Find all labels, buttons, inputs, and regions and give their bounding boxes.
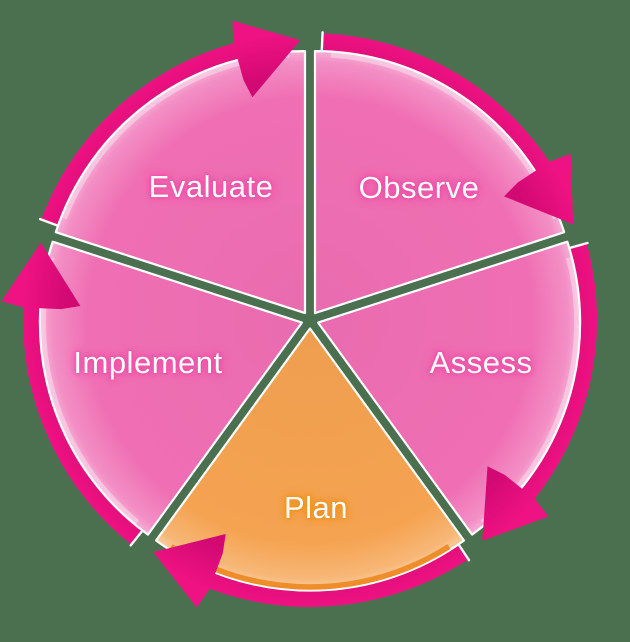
segment-label-plan: Plan: [283, 490, 349, 525]
ring-arrow-plan: [153, 527, 469, 608]
arrowhead-evaluate: [232, 20, 301, 98]
segment-label-observe: Observe: [358, 170, 480, 205]
arrowhead-observe: [504, 154, 574, 225]
arrowhead-assess: [482, 466, 549, 541]
segment-label-evaluate: Evaluate: [148, 169, 274, 204]
arrowhead-plan: [153, 534, 226, 608]
segment-label-implement: Implement: [73, 345, 223, 380]
segment-label-assess: Assess: [429, 345, 533, 380]
arrowhead-implement: [1, 242, 81, 310]
